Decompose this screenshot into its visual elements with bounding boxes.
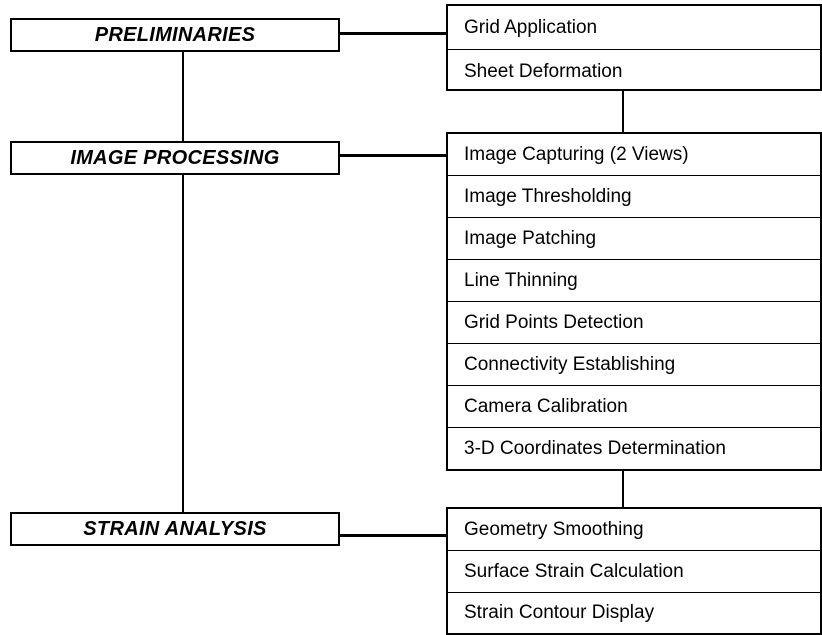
step-item: Connectivity Establishing	[448, 344, 820, 386]
connector-left-vertical-2	[182, 174, 184, 513]
step-item: Line Thinning	[448, 260, 820, 302]
stage-box-preliminaries: PRELIMINARIES	[10, 18, 340, 52]
stage-label: IMAGE PROCESSING	[70, 146, 280, 169]
step-item: Sheet Deformation	[464, 61, 623, 82]
step-item: Image Thresholding	[448, 176, 820, 218]
step-item: 3-D Coordinates Determination	[464, 437, 726, 459]
step-item: Grid Application	[448, 6, 820, 50]
connector-horizontal-2	[340, 154, 447, 157]
connector-right-vertical-1	[622, 90, 624, 133]
connector-right-vertical-2	[622, 470, 624, 508]
connector-horizontal-1	[340, 32, 447, 35]
step-item: Image Capturing (2 Views)	[448, 134, 820, 176]
step-item: Strain Contour Display	[464, 602, 655, 623]
step-item: Camera Calibration	[448, 386, 820, 428]
step-group-preliminaries: Grid Application Sheet Deformation	[446, 4, 822, 91]
step-item: Image Patching	[448, 218, 820, 260]
step-group-image-processing: Image Capturing (2 Views) Image Threshol…	[446, 132, 822, 471]
stage-label: PRELIMINARIES	[94, 23, 256, 46]
step-item: Surface Strain Calculation	[448, 551, 820, 593]
stage-box-strain-analysis: STRAIN ANALYSIS	[10, 512, 340, 546]
stage-label: STRAIN ANALYSIS	[83, 517, 267, 540]
stage-box-image-processing: IMAGE PROCESSING	[10, 141, 340, 175]
connector-left-vertical-1	[182, 52, 184, 143]
step-item: Grid Points Detection	[448, 302, 820, 344]
step-group-strain-analysis: Geometry Smoothing Surface Strain Calcul…	[446, 507, 822, 635]
step-item: Geometry Smoothing	[448, 509, 820, 551]
connector-horizontal-3	[340, 534, 447, 537]
